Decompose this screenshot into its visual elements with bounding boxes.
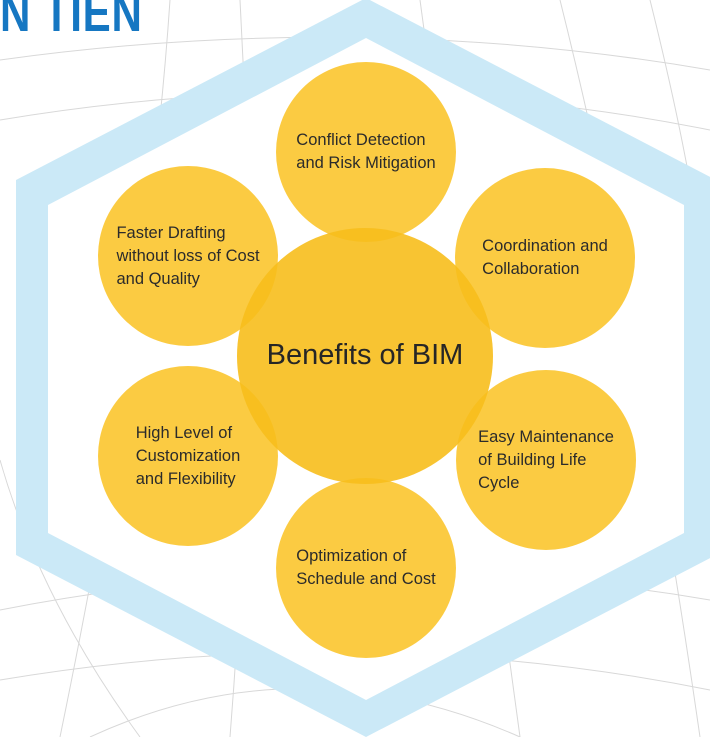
benefit-label: High Level of Customization and Flexibil… [135,423,241,488]
benefit-optimization: Optimization of Schedule and Cost [276,478,456,658]
company-logo-text: N TIEN [0,0,143,43]
benefit-label: Easy Maintenance of Building Life Cycle [478,427,614,492]
benefit-label: Optimization of Schedule and Cost [296,547,436,588]
center-label: Benefits of BIM [266,339,464,372]
benefit-label: Faster Drafting without loss of Cost and… [116,223,260,288]
benefit-label: Coordination and Collaboration [482,237,608,278]
benefit-conflict-detection: Conflict Detection and Risk Mitigation [276,62,456,242]
center-benefits-of-bim: Benefits of BIM [237,228,493,484]
benefit-label: Conflict Detection and Risk Mitigation [296,131,436,172]
benefit-easy-maintenance: Easy Maintenance of Building Life Cycle [456,370,636,550]
benefit-coordination: Coordination and Collaboration [455,168,635,348]
